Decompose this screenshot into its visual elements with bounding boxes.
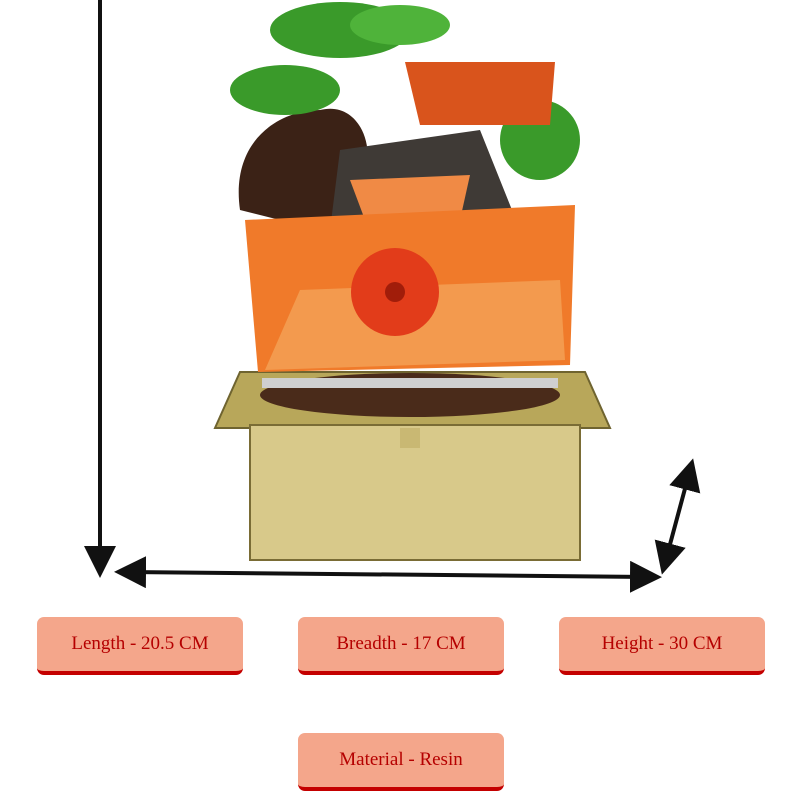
- breadth-arrow: [654, 458, 701, 575]
- height-label: Height - 30 CM: [559, 617, 765, 675]
- length-label: Length - 20.5 CM: [37, 617, 243, 675]
- breadth-label: Breadth - 17 CM: [298, 617, 504, 675]
- length-arrow: [114, 556, 662, 593]
- fountain-image: [213, 2, 612, 561]
- material-label: Material - Resin: [298, 733, 504, 791]
- dimension-arrows: [84, 0, 701, 593]
